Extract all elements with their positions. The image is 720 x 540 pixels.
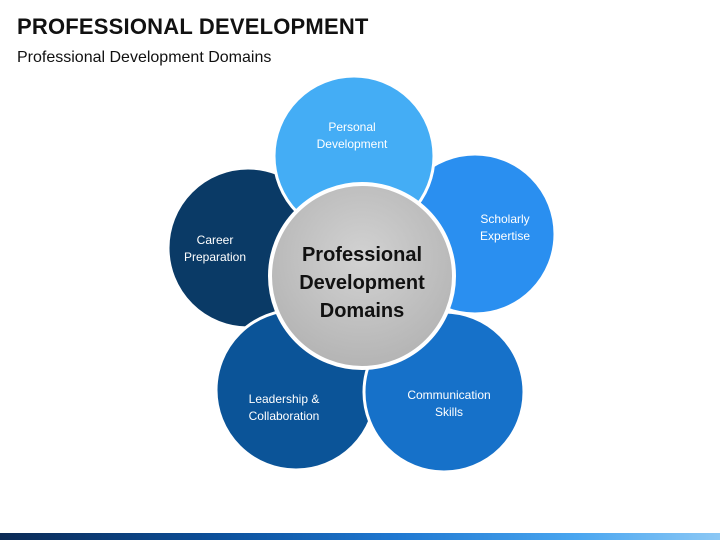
petal-label-communication-line2: Skills <box>435 405 463 419</box>
petal-label-scholarly-line1: Scholarly <box>480 212 529 226</box>
center-circle[interactable] <box>268 182 456 370</box>
petal-label-personal-line1: Personal <box>328 120 375 134</box>
petal-label-communication-line1: Communication <box>407 388 490 402</box>
petal-label-scholarly-line2: Expertise <box>480 229 530 243</box>
center-label-line3: Domains <box>320 300 404 322</box>
center-label-line1: Professional <box>302 244 422 266</box>
center-label-line2: Development <box>299 272 425 294</box>
petal-label-leadership-line2: Collaboration <box>249 409 320 423</box>
footer-accent-bar <box>0 533 720 540</box>
petal-label-leadership-line1: Leadership & <box>249 392 320 406</box>
petal-label-career-line2: Preparation <box>184 250 246 264</box>
petal-label-career-line1: Career <box>197 233 234 247</box>
petal-label-personal-line2: Development <box>317 137 388 151</box>
page-title: PROFESSIONAL DEVELOPMENT <box>17 14 369 39</box>
page-subtitle: Professional Development Domains <box>17 49 272 66</box>
